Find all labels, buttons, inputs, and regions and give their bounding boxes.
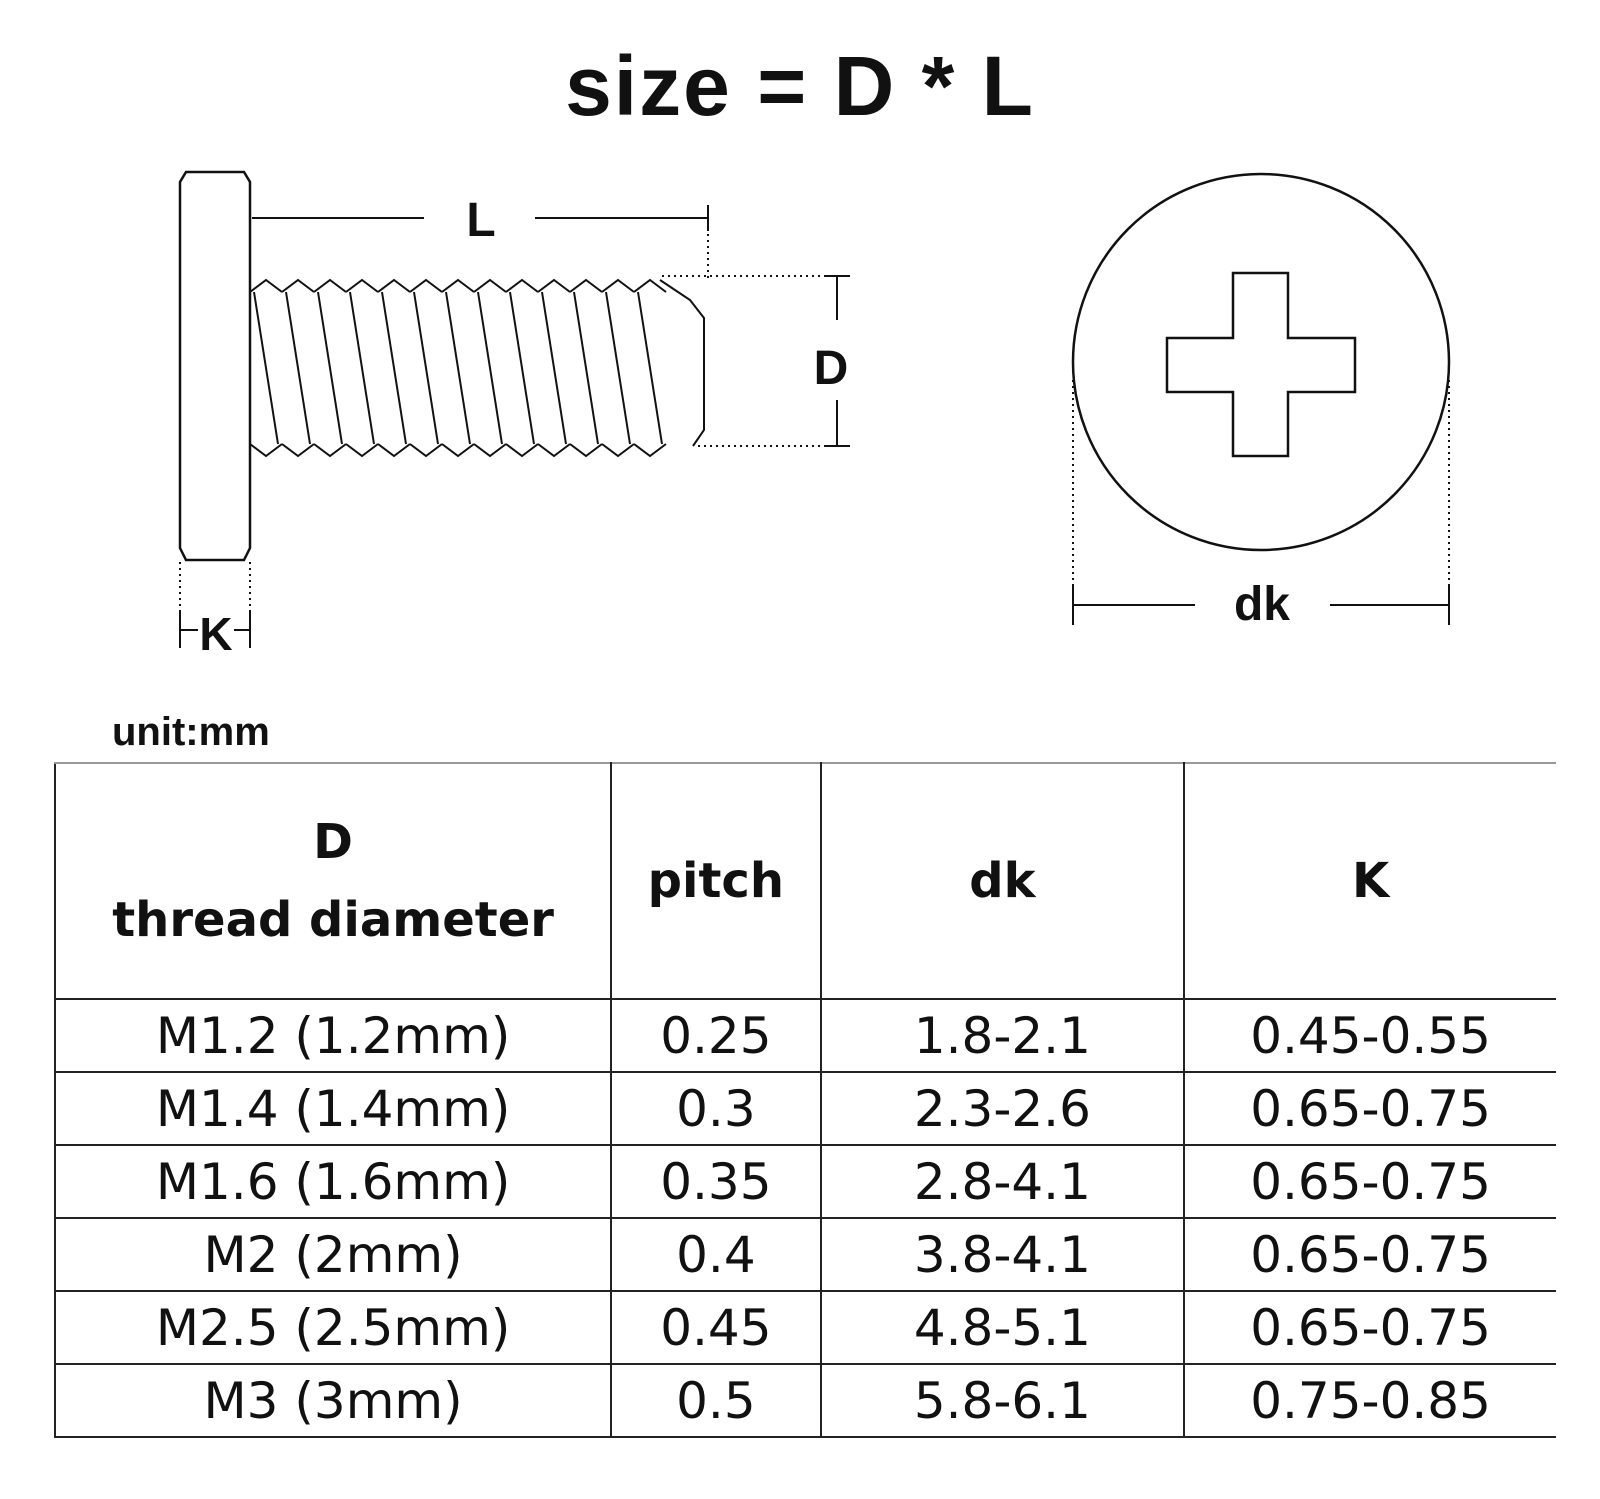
head-diameter-label: dk	[1234, 578, 1290, 631]
unit-label: unit:mm	[112, 710, 270, 754]
table-cell: 0.35	[610, 1144, 822, 1219]
table-cell: M2 (2mm)	[53, 1217, 613, 1292]
table-cell: 0.75-0.85	[1183, 1363, 1556, 1438]
head-height-label: K	[199, 608, 232, 660]
table-cell: 5.8-6.1	[819, 1363, 1186, 1438]
screw-head-side	[178, 170, 252, 562]
table-header-row: D thread diameter pitch dk K	[53, 762, 1556, 1000]
diameter-dimension	[662, 275, 850, 447]
table-cell: 2.3-2.6	[819, 1071, 1186, 1146]
header-k: K	[1183, 762, 1556, 1000]
screw-diagram: L D K dk	[178, 170, 1451, 660]
header-thread-diameter: D thread diameter	[53, 762, 613, 1000]
table-cell: 0.45	[610, 1290, 822, 1365]
spec-table: D thread diameter pitch dk K M1.2 (1.2mm…	[53, 762, 1556, 1438]
header-dk: dk	[819, 762, 1186, 1000]
table-cell: M3 (3mm)	[53, 1363, 613, 1438]
page-title: size = D * L	[565, 39, 1035, 133]
table-cell: 0.4	[610, 1217, 822, 1292]
head-height-dimension	[179, 562, 251, 648]
table-cell: 4.8-5.1	[819, 1290, 1186, 1365]
table-cell: 0.65-0.75	[1183, 1144, 1556, 1219]
table-cell: 0.45-0.55	[1183, 998, 1556, 1073]
table-cell: M1.6 (1.6mm)	[53, 1144, 613, 1219]
table-cell: 0.3	[610, 1071, 822, 1146]
header-label: D	[313, 814, 354, 870]
table-cell: M1.2 (1.2mm)	[53, 998, 613, 1073]
header-label: thread diameter	[112, 892, 554, 948]
head-diameter-dimension	[1072, 380, 1450, 625]
table-cell: 0.5	[610, 1363, 822, 1438]
table-cell: 0.65-0.75	[1183, 1290, 1556, 1365]
diameter-label: D	[814, 342, 849, 395]
table-cell: M2.5 (2.5mm)	[53, 1290, 613, 1365]
table-cell: 2.8-4.1	[819, 1144, 1186, 1219]
header-pitch: pitch	[610, 762, 822, 1000]
table-cell: 0.25	[610, 998, 822, 1073]
table-cell: 0.65-0.75	[1183, 1071, 1556, 1146]
table-cell: 0.65-0.75	[1183, 1217, 1556, 1292]
screw-head-top	[1071, 172, 1451, 552]
length-dimension	[252, 205, 709, 280]
table-cell: 1.8-2.1	[819, 998, 1186, 1073]
table-cell: 3.8-4.1	[819, 1217, 1186, 1292]
screw-thread	[249, 278, 705, 458]
table-cell: M1.4 (1.4mm)	[53, 1071, 613, 1146]
length-label: L	[466, 194, 495, 247]
phillips-cross-icon	[1165, 271, 1357, 458]
